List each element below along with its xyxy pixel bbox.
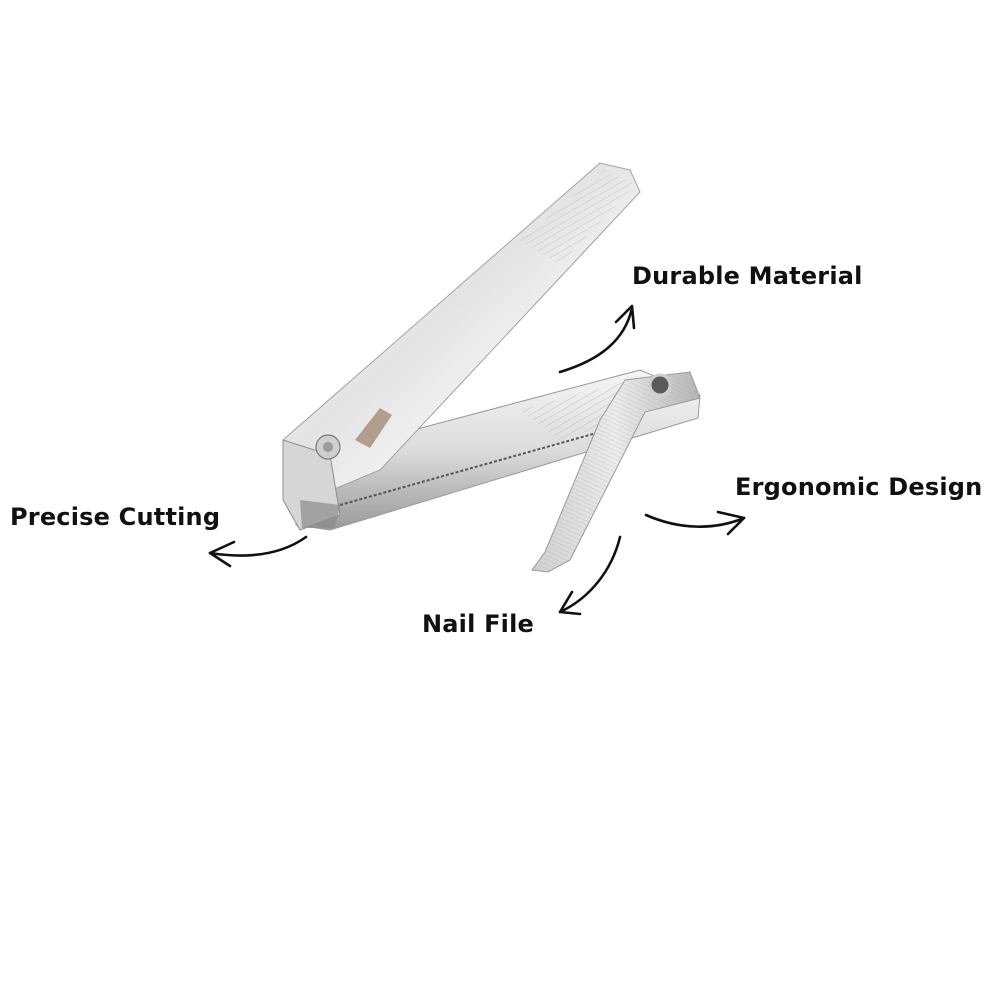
clipper-jaw (282, 434, 341, 531)
label-nail-file: Nail File (422, 610, 535, 638)
clipper-upper-lever (282, 162, 641, 496)
label-ergonomic-design: Ergonomic Design (735, 473, 983, 501)
arrow-ergonomic-design (644, 510, 746, 536)
label-precise-cutting: Precise Cutting (10, 503, 221, 531)
arrow-nail-file (558, 535, 622, 616)
nail-file-arm (531, 371, 701, 573)
label-durable-material: Durable Material (632, 262, 863, 290)
arrow-durable-material (558, 304, 636, 374)
arrow-precise-cutting (208, 535, 308, 568)
